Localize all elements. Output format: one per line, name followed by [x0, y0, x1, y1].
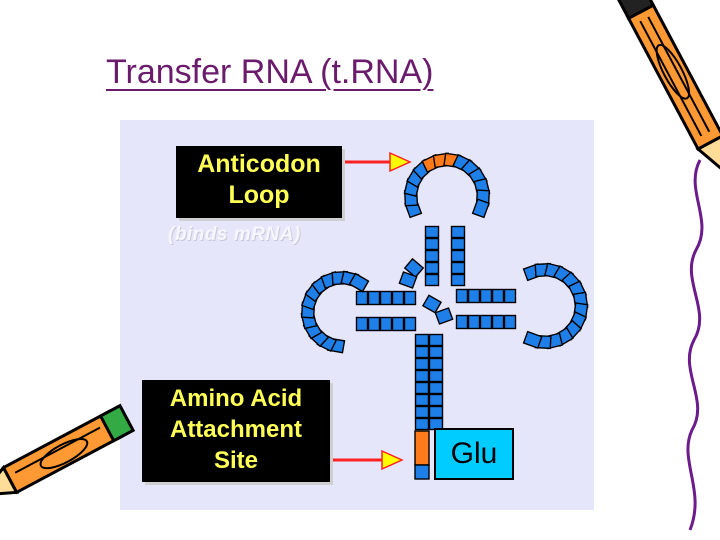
- nucleotide: [522, 330, 543, 349]
- pencil-icon: [0, 403, 136, 497]
- nucleotide: [450, 261, 466, 275]
- nucleotide: [428, 405, 444, 419]
- nucleotide: [414, 333, 430, 347]
- nucleotide: [491, 288, 505, 304]
- nucleotide: [428, 357, 444, 371]
- nucleotide: [414, 357, 430, 371]
- nucleotide: [414, 393, 430, 407]
- pencil-icon: [615, 0, 720, 178]
- nucleotide: [414, 405, 430, 419]
- nucleotide: [367, 316, 381, 332]
- nucleotide: [414, 464, 430, 480]
- nucleotide: [491, 314, 505, 330]
- nucleotide: [414, 345, 430, 359]
- nucleotide: [391, 290, 405, 306]
- binds-mrna-note: (binds mRNA): [168, 224, 301, 245]
- nucleotide: [450, 237, 466, 251]
- amino-label-line2: Attachment: [169, 416, 302, 443]
- nucleotide: [450, 273, 466, 287]
- nucleotide: [424, 225, 440, 239]
- nucleotide: [450, 249, 466, 263]
- nucleotide: [467, 314, 481, 330]
- nucleotide: [414, 417, 430, 431]
- nucleotide: [355, 316, 369, 332]
- nucleotide: [424, 261, 440, 275]
- nucleotide: [379, 290, 393, 306]
- nucleotide: [391, 316, 405, 332]
- nucleotide: [434, 307, 454, 325]
- nucleotide: [403, 290, 417, 306]
- nucleotide: [428, 381, 444, 395]
- nucleotide: [421, 294, 443, 314]
- nucleotide: [428, 393, 444, 407]
- nucleotide: [428, 345, 444, 359]
- nucleotide: [367, 290, 381, 306]
- anticodon-label-line1: Anticodon: [197, 150, 321, 178]
- nucleotide: [398, 271, 418, 289]
- amino-acid-site-label: Amino Acid Attachment Site: [142, 380, 330, 482]
- nucleotide: [467, 288, 481, 304]
- nucleotide: [450, 225, 466, 239]
- nucleotide: [414, 381, 430, 395]
- glu-amino-acid: Glu: [434, 428, 514, 480]
- nucleotide: [471, 198, 490, 219]
- nucleotide: [503, 314, 517, 330]
- anticodon-loop-label: Anticodon Loop: [176, 146, 342, 218]
- nucleotide: [455, 288, 469, 304]
- nucleotide: [424, 237, 440, 251]
- nucleotide: [403, 257, 425, 279]
- nucleotide: [403, 316, 417, 332]
- nucleotide: [414, 430, 430, 466]
- nucleotide: [479, 288, 493, 304]
- nucleotide: [455, 314, 469, 330]
- squiggle-border: [686, 159, 704, 531]
- amino-label-line1: Amino Acid: [169, 385, 303, 412]
- trna-strand: [300, 152, 589, 480]
- amino-acid-arrow: [330, 449, 404, 471]
- nucleotide: [428, 333, 444, 347]
- nucleotide: [503, 288, 517, 304]
- slide-title: Transfer RNA (t.RNA): [106, 53, 434, 91]
- nucleotide: [424, 273, 440, 287]
- anticodon-arrow: [342, 151, 412, 173]
- nucleotide: [424, 249, 440, 263]
- amino-label-line3: Site: [213, 447, 258, 474]
- anticodon-label-line2: Loop: [228, 181, 290, 209]
- nucleotide: [428, 369, 444, 383]
- nucleotide: [379, 316, 393, 332]
- nucleotide: [348, 272, 370, 293]
- nucleotide: [355, 290, 369, 306]
- nucleotide: [414, 369, 430, 383]
- nucleotide: [479, 314, 493, 330]
